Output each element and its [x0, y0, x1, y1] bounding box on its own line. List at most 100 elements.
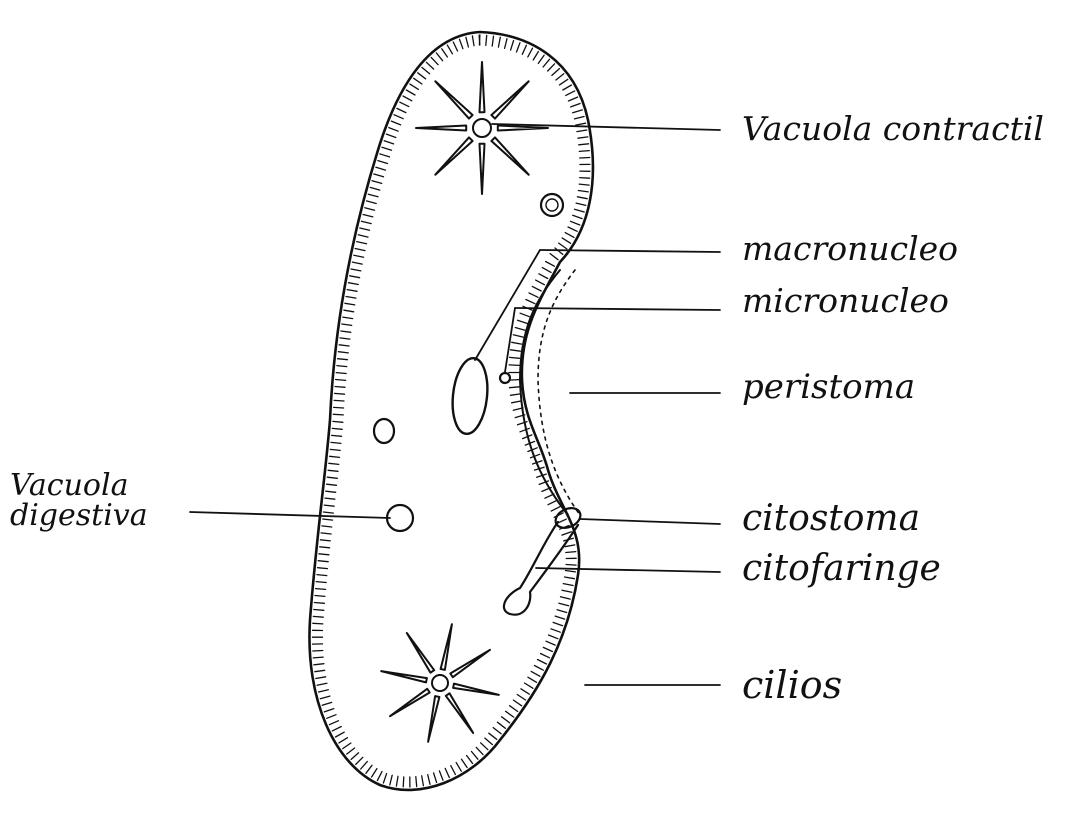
vacuole-ray: [428, 696, 439, 742]
cilium: [343, 317, 353, 319]
cilium: [451, 766, 456, 775]
cilium: [476, 747, 483, 754]
cilium: [347, 748, 355, 754]
cilium: [535, 666, 544, 671]
contractile-vacuole-top: [416, 62, 548, 194]
cilium: [576, 123, 586, 125]
cilium: [492, 36, 493, 46]
cilium: [316, 589, 326, 590]
cilium: [403, 777, 404, 787]
vacuole-ray: [381, 671, 427, 682]
cilium: [314, 610, 324, 611]
cilium: [566, 91, 575, 96]
cilium: [561, 597, 571, 599]
cilium: [502, 717, 510, 723]
cilium: [327, 484, 337, 485]
cilium: [571, 221, 580, 225]
cilium: [511, 41, 514, 51]
cilium: [313, 657, 323, 658]
cilium: [575, 209, 585, 212]
cilium: [565, 233, 574, 238]
vacuole-ray: [453, 684, 499, 695]
cilium: [327, 477, 337, 478]
cilium: [316, 582, 326, 583]
cilium: [345, 303, 355, 305]
cilium: [472, 36, 474, 46]
cilium: [505, 39, 507, 49]
cilium: [329, 721, 338, 725]
cilium: [322, 702, 332, 705]
vacuole-ray: [491, 137, 528, 174]
macronucleus: [449, 356, 491, 435]
cilium: [580, 178, 590, 179]
cilium: [352, 262, 362, 264]
cilium: [553, 622, 563, 625]
cilium: [510, 387, 520, 388]
cilium: [472, 752, 478, 760]
cilium: [367, 201, 377, 204]
cilium: [335, 387, 345, 388]
cilium: [354, 255, 364, 257]
cilium: [338, 359, 348, 360]
cilium: [338, 352, 348, 353]
cilium: [579, 144, 589, 145]
peristome-groove: [520, 270, 568, 515]
cilium: [322, 526, 332, 527]
cilium: [493, 728, 501, 734]
cilium: [528, 677, 537, 682]
vacuole-ray: [435, 81, 472, 118]
cilium: [543, 647, 552, 651]
cilium: [320, 547, 330, 548]
cilium: [557, 610, 567, 613]
cilium: [546, 641, 555, 645]
cilium: [562, 532, 571, 535]
food-vacuole-middle: [374, 419, 394, 443]
cilium: [333, 414, 343, 415]
cilium: [391, 121, 400, 125]
cilium: [578, 191, 588, 192]
cilium: [363, 215, 373, 217]
cilium: [578, 137, 588, 138]
vacuole-ray: [480, 144, 485, 194]
cilium: [566, 552, 576, 553]
cilium: [522, 45, 526, 54]
label-cytopharynx: citofaringe: [742, 548, 941, 589]
cilium: [560, 79, 568, 85]
cilium: [518, 320, 528, 323]
cilium: [332, 727, 341, 731]
cilium: [337, 366, 347, 367]
cilium: [346, 297, 356, 299]
cilium: [336, 380, 346, 381]
cilium: [316, 677, 326, 679]
cilium: [566, 571, 576, 572]
cilium: [533, 52, 538, 61]
cilium: [548, 500, 557, 504]
cilium: [517, 43, 521, 52]
cilium: [460, 39, 463, 48]
cilium: [396, 776, 398, 786]
cilium: [356, 757, 363, 764]
label-macronucleus: macronucleo: [742, 229, 958, 268]
cilium: [358, 235, 368, 237]
cilium: [431, 57, 438, 64]
cilium: [350, 276, 360, 278]
cilium: [571, 104, 580, 107]
label-digestive-vacuole-line2: digestiva: [10, 498, 148, 533]
cilium: [486, 35, 487, 45]
vacuole-ray: [491, 81, 528, 118]
cilium: [339, 738, 348, 743]
cilium: [525, 683, 534, 688]
cilium: [323, 512, 333, 513]
cilium: [394, 115, 403, 119]
cilium: [389, 128, 398, 132]
cilium: [428, 775, 430, 785]
cilium: [574, 117, 584, 119]
cilium: [377, 772, 382, 781]
cilium: [416, 777, 417, 787]
cilium: [380, 154, 390, 157]
cilium: [318, 561, 328, 562]
cilium: [368, 194, 378, 197]
cilium: [434, 773, 437, 783]
cilium: [573, 110, 583, 113]
